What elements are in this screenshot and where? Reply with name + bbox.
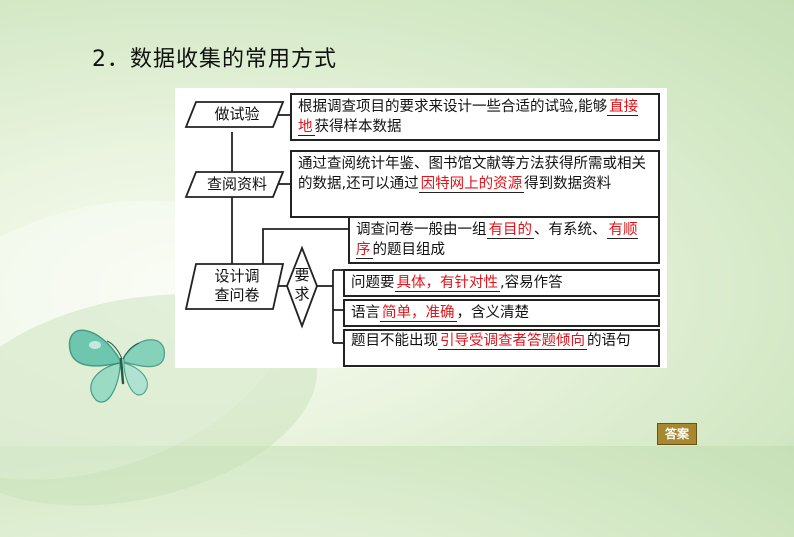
- survey-item-1-key2: 有顺序: [356, 222, 638, 259]
- requirement-label-line1: 要: [294, 266, 310, 284]
- survey-item-2-end: ,容易作答: [500, 275, 563, 291]
- diagram-panel: 做试验 查阅资料 设计调 查问卷 要 求 根据调查项目的要求来设计一些合适的试验…: [175, 88, 667, 368]
- survey-item-4-text: 题目不能出现: [351, 333, 438, 349]
- survey-item-1: 调查问卷一般由一组有目的、有系统、有顺序的题目组成: [348, 216, 660, 264]
- method-label-survey-line1: 设计调: [214, 267, 260, 285]
- method-label-survey-line2: 查问卷: [214, 286, 260, 304]
- method-label-records: 查阅资料: [206, 175, 267, 193]
- survey-item-1-text: 调查问卷一般由一组: [356, 222, 487, 238]
- survey-item-1-key1: 有目的: [486, 222, 534, 239]
- connector-lines: [184, 101, 348, 344]
- page-title: 2．数据收集的常用方式: [92, 47, 337, 72]
- experiment-description: 根据调查项目的要求来设计一些合适的试验,能够直接地获得样本数据: [290, 93, 660, 141]
- requirement-label: 要 求: [287, 266, 317, 304]
- survey-item-4-key: 引导受调查者答题倾向: [438, 333, 587, 350]
- survey-item-1-end: 的题目组成: [372, 242, 446, 258]
- survey-item-4: 题目不能出现引导受调查者答题倾向的语句: [343, 329, 660, 367]
- experiment-desc-text: 根据调查项目的要求来设计一些合适的试验,能够: [298, 99, 608, 115]
- butterfly-icon: [68, 329, 165, 403]
- survey-item-3-key: 简单，准确: [380, 305, 457, 322]
- survey-item-3: 语言简单，准确，含义清楚: [343, 299, 660, 327]
- records-desc-end: 得到数据资料: [524, 176, 612, 192]
- survey-item-4-end: 的语句: [587, 333, 631, 349]
- method-label-experiment: 做试验: [214, 105, 260, 123]
- survey-item-1-mid: 、有系统、: [534, 222, 607, 238]
- answer-button[interactable]: 答案: [657, 423, 697, 445]
- survey-item-3-end: ，含义清楚: [456, 305, 530, 321]
- survey-item-2-key: 具体，有针对性: [394, 275, 500, 292]
- requirement-label-line2: 求: [294, 285, 310, 303]
- experiment-desc-end: 获得样本数据: [314, 119, 402, 135]
- survey-item-2: 问题要具体，有针对性,容易作答: [343, 269, 660, 297]
- survey-item-2-text: 问题要: [351, 275, 395, 291]
- survey-item-3-text: 语言: [351, 305, 380, 321]
- records-description: 通过查阅统计年鉴、图书馆文献等方法获得所需或相关的数据,还可以通过因特网上的资源…: [290, 150, 660, 218]
- records-desc-key: 因特网上的资源: [418, 176, 525, 193]
- records-desc-text: 通过查阅统计年鉴、图书馆文献等方法获得所需或相关的数据,还可以通过: [298, 156, 646, 192]
- experiment-desc-key: 直接地: [298, 99, 639, 136]
- method-label-survey: 设计调 查问卷: [197, 267, 277, 305]
